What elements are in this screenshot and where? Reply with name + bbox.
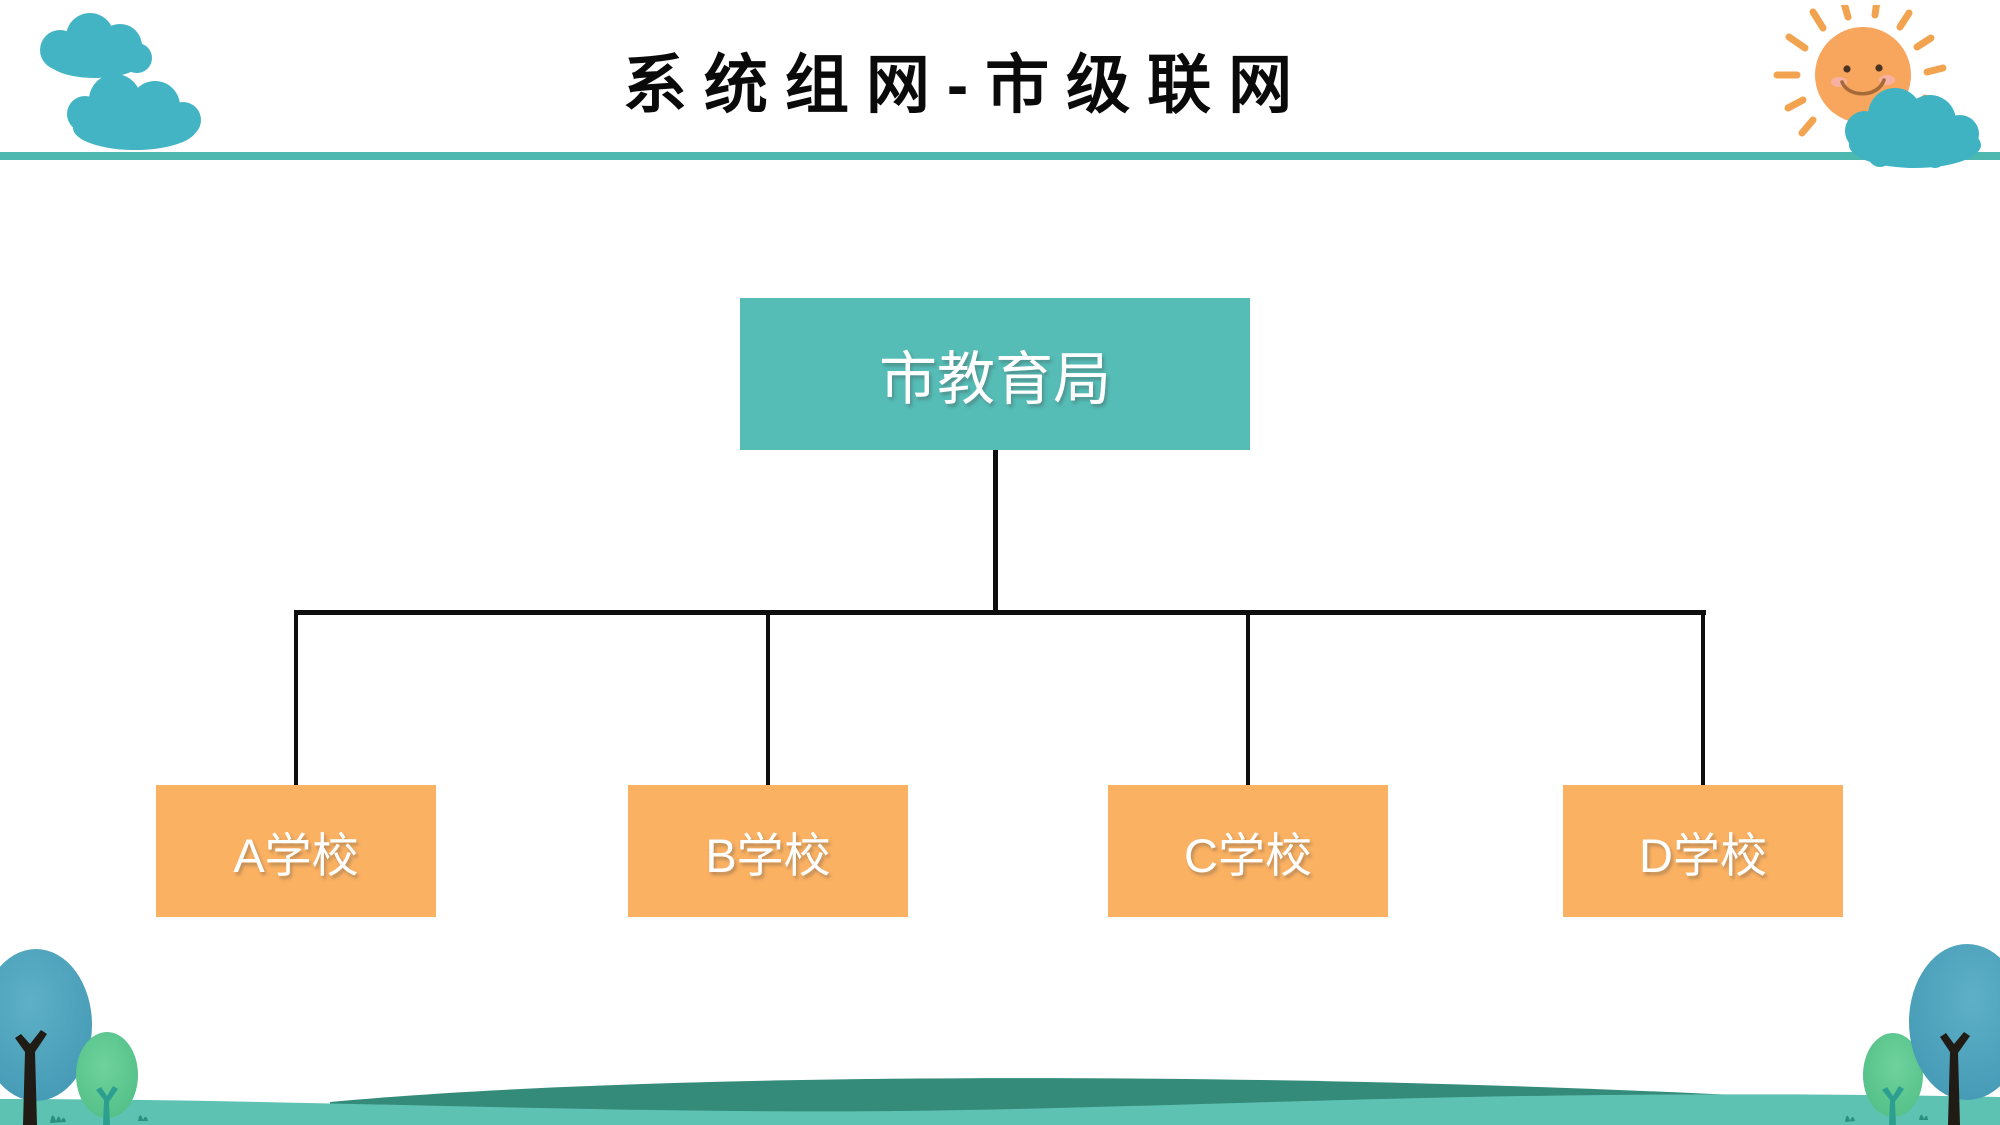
tree-trunk bbox=[1940, 1032, 1970, 1125]
trees-right-icon bbox=[1845, 944, 2000, 1125]
org-root-label: 市教育局 bbox=[878, 347, 1111, 412]
smiling-sun-icon bbox=[1773, 5, 1981, 168]
connector-drop-a bbox=[294, 613, 298, 787]
org-child-label-b: B学校 bbox=[705, 828, 831, 882]
org-child-label-d: D学校 bbox=[1639, 828, 1767, 882]
header-divider-line bbox=[0, 152, 2000, 160]
grass-icon bbox=[138, 1115, 148, 1121]
sun-face bbox=[1831, 64, 1895, 96]
tree-trunk bbox=[96, 1086, 118, 1125]
blue-tree-crown bbox=[1909, 944, 2000, 1100]
tree-trunk bbox=[1882, 1086, 1904, 1125]
org-child-label-a: A学校 bbox=[233, 828, 359, 882]
hill-front bbox=[0, 1094, 2000, 1125]
org-child-box-c: C学校 bbox=[1108, 785, 1388, 917]
tree-trunk bbox=[15, 1030, 47, 1125]
connector-drop-c bbox=[1246, 613, 1250, 787]
org-child-box-d: D学校 bbox=[1563, 785, 1843, 917]
connector-root-stem bbox=[993, 450, 998, 613]
org-child-label-c: C学校 bbox=[1184, 828, 1312, 882]
grass-icon bbox=[50, 1115, 66, 1123]
page-title: 系统组网-市级联网 bbox=[622, 49, 1310, 121]
org-child-box-a: A学校 bbox=[156, 785, 436, 917]
hills-landscape bbox=[0, 1078, 2000, 1125]
green-tree-crown bbox=[1863, 1033, 1923, 1117]
green-tree-crown bbox=[76, 1032, 138, 1118]
grass-icon bbox=[1845, 1115, 1855, 1122]
org-child-box-b: B学校 bbox=[628, 785, 908, 917]
connector-drop-b bbox=[766, 613, 770, 787]
connector-horizontal bbox=[294, 610, 1706, 615]
clouds-icon bbox=[40, 13, 201, 150]
connector-drop-d bbox=[1701, 613, 1705, 787]
cloud-icon bbox=[1845, 88, 1981, 168]
grass-icon bbox=[1919, 1114, 1928, 1120]
org-root-box: 市教育局 bbox=[740, 298, 1250, 450]
blue-tree-crown bbox=[0, 949, 92, 1101]
trees-left-icon bbox=[0, 949, 148, 1125]
